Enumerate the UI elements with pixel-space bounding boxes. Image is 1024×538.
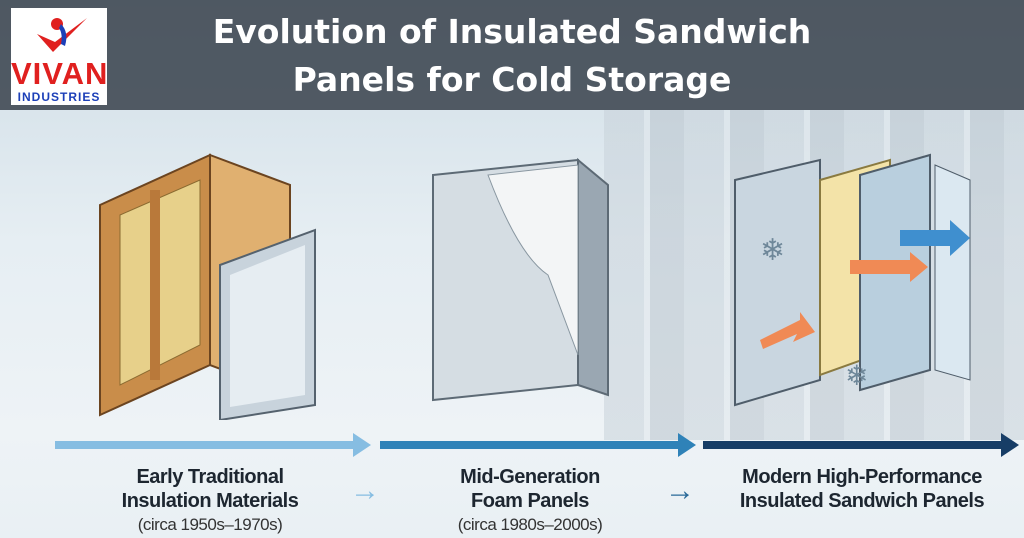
- page-title: Evolution of Insulated Sandwich Panels f…: [170, 8, 854, 104]
- timeline-segment-3: [703, 433, 1019, 457]
- stage-title: Modern High-Performance: [742, 466, 982, 488]
- stage-title: Insulated Sandwich Panels: [739, 490, 985, 512]
- stage-title: Insulation Materials: [121, 490, 299, 512]
- stage-title: Early Traditional: [136, 466, 284, 488]
- arrow-right-icon: →: [665, 474, 695, 507]
- modern-sandwich-panel-illustration: ❄ ❄: [734, 153, 971, 407]
- logo-tagline: INDUSTRIES: [17, 90, 101, 104]
- logo-brand: VIVAN: [11, 56, 109, 91]
- title-line-1: Evolution of Insulated Sandwich: [212, 12, 812, 51]
- checkmark-person-icon: [37, 18, 87, 52]
- arrow-right-icon: →: [350, 474, 380, 507]
- traditional-insulation-illustration: [99, 153, 316, 420]
- timeline-segment-2: [380, 433, 696, 457]
- stage-title: Foam Panels: [471, 490, 589, 512]
- vivan-industries-logo: VIVAN INDUSTRIES: [11, 8, 107, 105]
- svg-text:❄: ❄: [760, 234, 785, 267]
- timeline-segment-1: [55, 433, 371, 457]
- header-banner: VIVAN INDUSTRIES Evolution of Insulated …: [0, 0, 1024, 110]
- stage-label-modern: Modern High-Performance Insulated Sandwi…: [712, 465, 1012, 513]
- foam-panel-illustration: [432, 157, 609, 402]
- stage-label-early: Early Traditional Insulation Materials (…: [90, 465, 330, 537]
- stage-label-mid: Mid-Generation Foam Panels (circa 1980s–…: [415, 465, 645, 537]
- svg-text:❄: ❄: [845, 360, 868, 391]
- title-line-2: Panels for Cold Storage: [292, 60, 732, 99]
- stage-title: Mid-Generation: [460, 466, 600, 488]
- stage-period: (circa 1950s–1970s): [137, 515, 283, 534]
- stage-period: (circa 1980s–2000s): [457, 515, 603, 534]
